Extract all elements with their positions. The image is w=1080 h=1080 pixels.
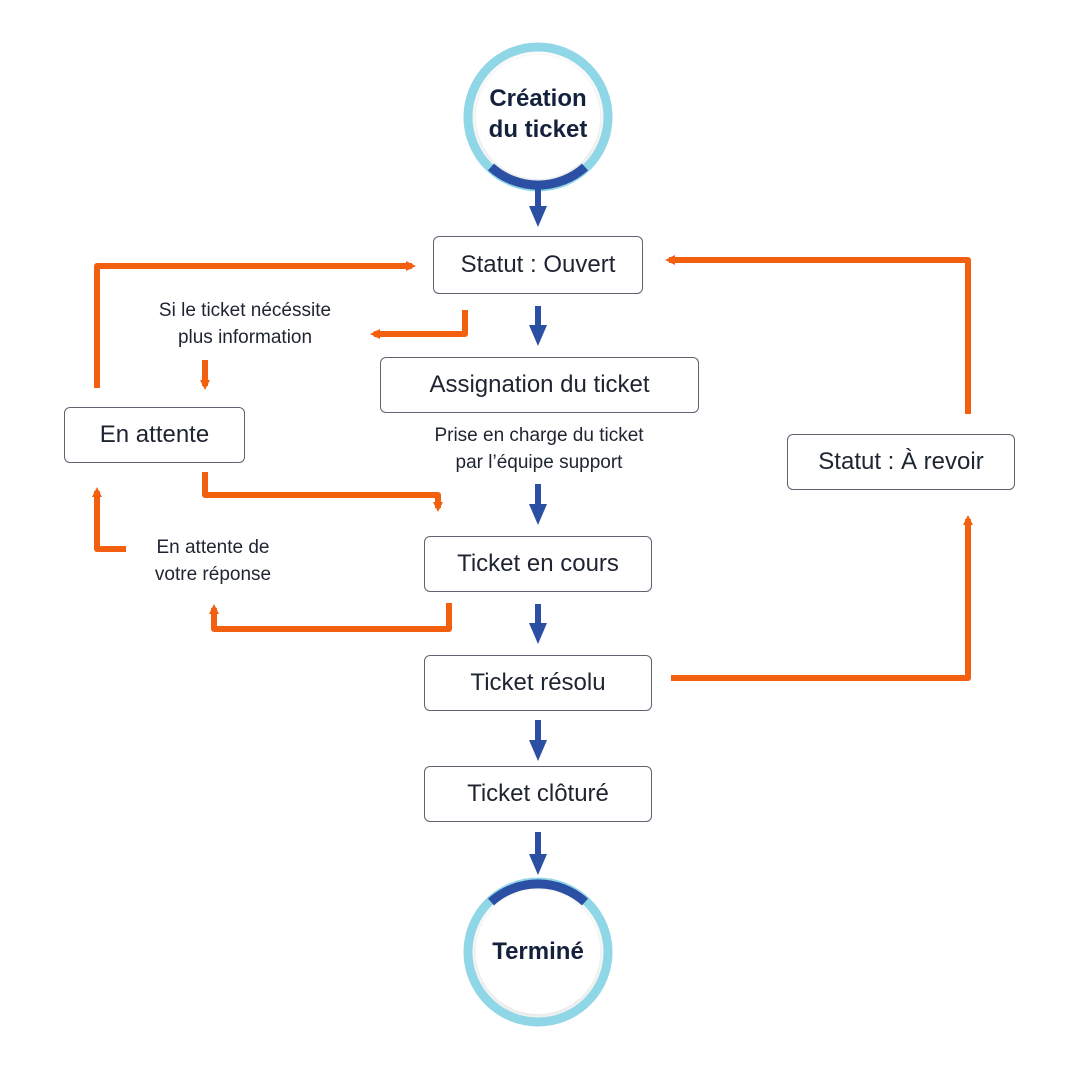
end-terminal-text: Terminé bbox=[492, 938, 584, 965]
node-status-open: Statut : Ouvert bbox=[433, 236, 643, 294]
loop-arrow-open-to-more-info bbox=[370, 310, 468, 339]
start-terminal-line2: du ticket bbox=[488, 116, 588, 143]
label-support: Prise en charge du ticket par l’équipe s… bbox=[394, 422, 684, 476]
loop-arrow-progress-to-awaiting-reply bbox=[209, 603, 452, 632]
label-awaiting-reply-line1: En attente de bbox=[156, 537, 270, 558]
loop-arrow-resolved-to-review bbox=[671, 515, 973, 681]
label-awaiting-reply: En attente de votre réponse bbox=[128, 534, 298, 588]
label-more-info-line2: plus information bbox=[177, 327, 313, 348]
node-waiting: En attente bbox=[64, 407, 245, 463]
main-flow-arrows bbox=[529, 188, 547, 875]
node-closed: Ticket clôturé bbox=[424, 766, 652, 822]
start-terminal-line1: Création bbox=[489, 85, 587, 112]
node-assignment: Assignation du ticket bbox=[380, 357, 699, 413]
end-terminal bbox=[463, 877, 613, 1027]
loop-arrow-waiting-to-progress bbox=[202, 472, 443, 512]
flow-arrow-progress-to-resolved bbox=[529, 604, 547, 644]
label-support-line2: par l’équipe support bbox=[455, 452, 623, 473]
flow-arrow-start-to-open bbox=[529, 188, 547, 227]
label-awaiting-reply-line2: votre réponse bbox=[154, 564, 272, 585]
node-resolved: Ticket résolu bbox=[424, 655, 652, 711]
label-more-info-line1: Si le ticket nécéssite bbox=[158, 300, 332, 321]
start-terminal bbox=[463, 42, 613, 192]
node-status-review: Statut : À revoir bbox=[787, 434, 1015, 490]
start-terminal-label: Création du ticket bbox=[468, 83, 608, 145]
loop-arrows bbox=[92, 255, 973, 681]
end-terminal-label: Terminé bbox=[468, 936, 608, 967]
loop-arrow-review-to-open bbox=[665, 255, 971, 414]
flow-arrow-resolved-to-closed bbox=[529, 720, 547, 761]
label-support-line1: Prise en charge du ticket bbox=[434, 425, 644, 446]
loop-arrow-awaiting-reply-to-waiting bbox=[92, 487, 126, 552]
node-in-progress: Ticket en cours bbox=[424, 536, 652, 592]
flow-arrow-open-to-assignment bbox=[529, 306, 547, 346]
flow-arrow-closed-to-end bbox=[529, 832, 547, 875]
loop-arrow-waiting-to-open bbox=[94, 261, 416, 388]
label-more-info: Si le ticket nécéssite plus information bbox=[120, 297, 370, 351]
flow-arrow-support-to-progress bbox=[529, 484, 547, 525]
